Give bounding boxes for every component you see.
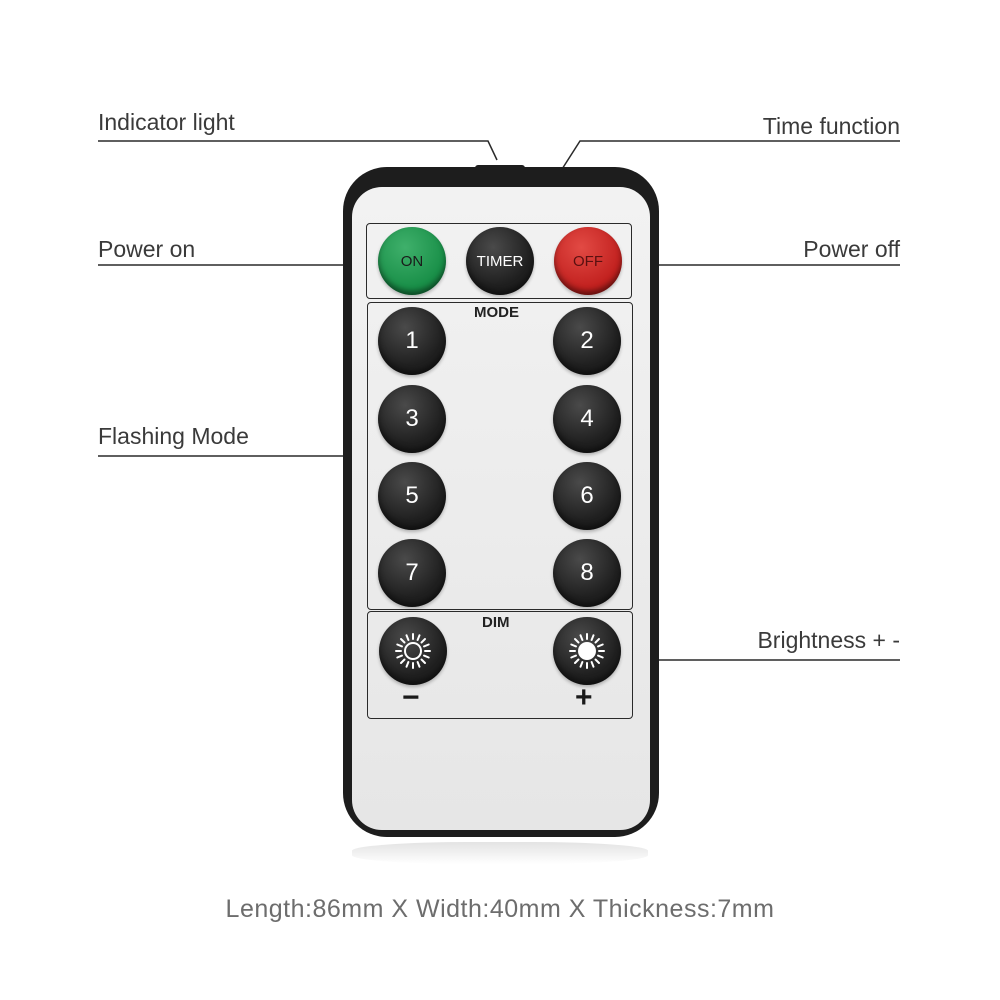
power-on-callout: Power on [98,236,196,262]
mode-button-4[interactable]: 4 [553,385,621,453]
mode-button-2[interactable]: 2 [553,307,621,375]
remote-reflection [352,842,648,864]
mode-button-2-label: 2 [580,327,594,354]
mode-button-3-label: 3 [405,405,419,432]
sun-filled-icon [569,633,605,669]
indicator-light-callout: Indicator light [98,109,235,135]
mode-button-5-label: 5 [405,482,419,509]
on-button[interactable]: ON [378,227,446,295]
dim-down-button[interactable] [379,617,447,685]
dim-minus-sign: − [402,681,420,714]
on-label: ON [400,252,424,270]
mode-panel [367,302,633,610]
mode-button-1[interactable]: 1 [378,307,446,375]
off-button[interactable]: OFF [554,227,622,295]
sun-outline-icon [395,633,431,669]
flashing-mode-callout: Flashing Mode [98,423,249,449]
indicator-leader [98,140,498,161]
mode-button-6[interactable]: 6 [553,462,621,530]
mode-button-8-label: 8 [580,559,594,586]
power-panel [366,223,632,299]
mode-button-4-label: 4 [580,405,594,432]
dim-up-button[interactable] [553,617,621,685]
off-label: OFF [573,252,603,270]
mode-button-7-label: 7 [405,559,419,586]
mode-button-5[interactable]: 5 [378,462,446,530]
timer-label: TIMER [476,252,524,270]
dim-plus-sign: + [575,681,593,714]
time-function-callout: Time function [762,113,900,139]
mode-button-6-label: 6 [580,482,594,509]
timer-button[interactable]: TIMER [466,227,534,295]
mode-button-1-label: 1 [405,327,419,354]
dimensions-caption: Length:86mm X Width:40mm X Thickness:7mm [225,895,775,923]
dim-label: DIM [482,614,510,631]
mode-label: MODE [474,304,519,321]
power-off-callout: Power off [803,236,900,262]
brightness-callout: Brightness + - [757,627,900,653]
mode-button-3[interactable]: 3 [378,385,446,453]
mode-button-8[interactable]: 8 [553,539,621,607]
mode-button-7[interactable]: 7 [378,539,446,607]
dim-panel [367,611,633,719]
